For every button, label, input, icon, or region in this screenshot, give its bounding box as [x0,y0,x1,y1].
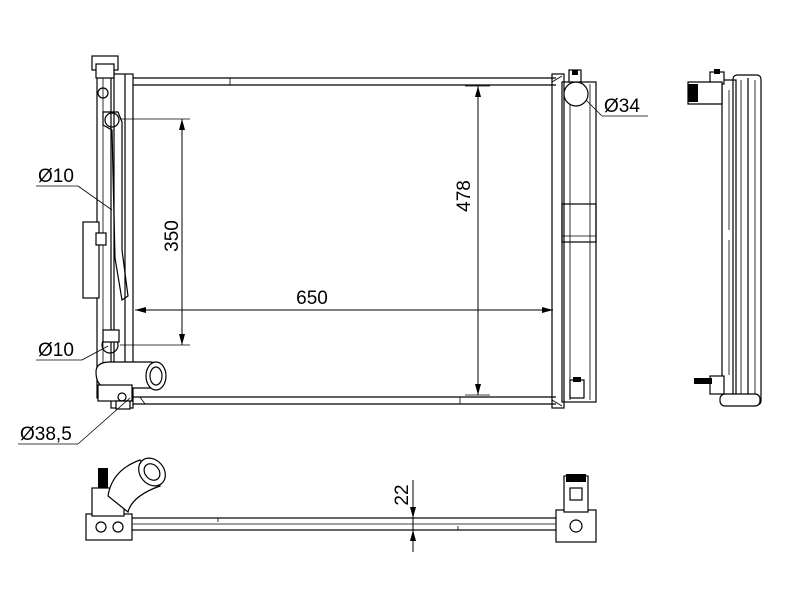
right-tank [551,69,597,409]
dimension-label-tube-spacing: 350 [162,220,183,252]
front-view: 650 478 350 Ø10 [18,55,648,445]
leader-outlet: Ø38,5 [18,397,131,445]
radiator-core [133,77,556,405]
dimension-height: 478 [454,85,490,396]
leader-top-hose: Ø10 [36,166,113,211]
dimension-label-core-thickness: 22 [392,484,413,505]
left-tank [82,55,167,410]
label-inlet-diameter: Ø34 [604,96,640,117]
side-view [687,69,762,407]
dimension-width: 650 [135,288,553,313]
dimension-core-thickness: 22 [392,480,416,552]
dimension-tube-spacing: 350 [120,118,190,346]
dimension-label-width: 650 [296,288,328,309]
label-bottom-hose-diameter: Ø10 [38,340,74,361]
bottom-view: 22 [85,457,597,552]
leader-inlet: Ø34 [585,96,648,117]
label-top-hose-diameter: Ø10 [38,166,74,187]
leader-bottom-hose: Ø10 [36,340,109,361]
label-outlet-diameter: Ø38,5 [20,424,72,445]
dimension-label-height: 478 [454,180,475,212]
